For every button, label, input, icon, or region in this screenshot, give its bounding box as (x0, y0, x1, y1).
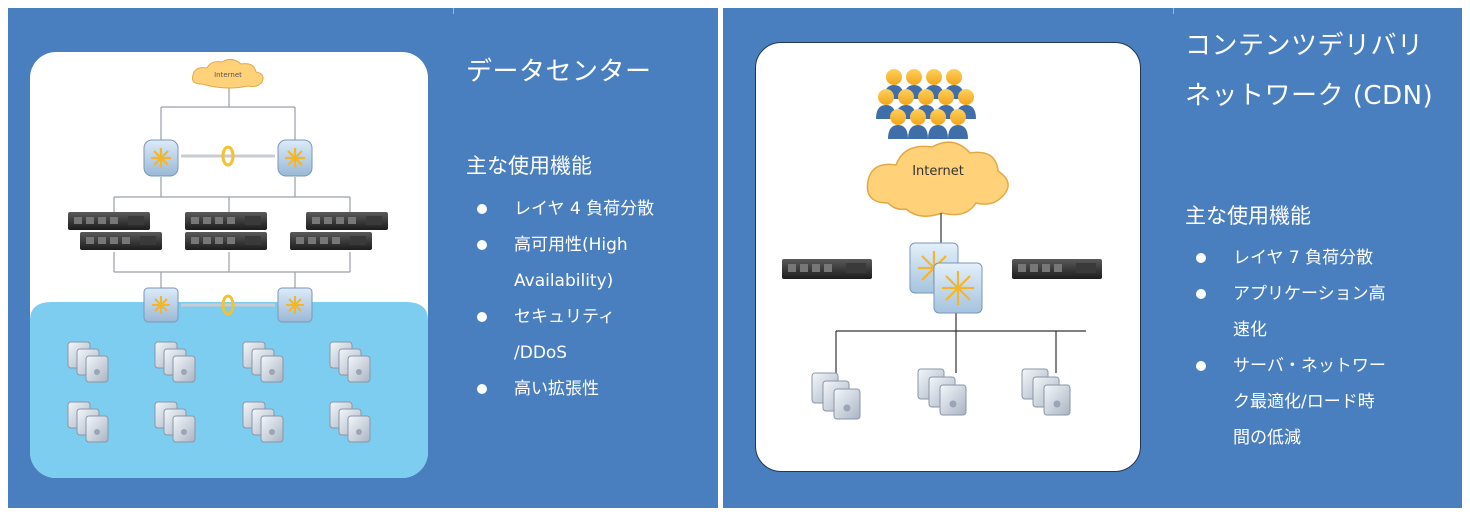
bullet-icon (1196, 361, 1206, 371)
feature-item: レイヤ 7 負荷分散 (1185, 240, 1445, 276)
server-zone (30, 302, 428, 478)
internet-cloud-icon: Internet (191, 58, 264, 89)
feature-item: 高い拡張性 (466, 371, 716, 407)
features-heading: 主な使用機能 (466, 154, 592, 178)
router-icon (277, 139, 313, 177)
features-heading: 主な使用機能 (1185, 204, 1311, 228)
load-balancer-appliance-icon (290, 212, 388, 250)
feature-list: レイヤ 4 負荷分散 高可用性(High Availability) セキュリテ… (466, 191, 716, 407)
feature-item: レイヤ 4 負荷分散 (466, 191, 716, 227)
divider-mark (1173, 8, 1174, 14)
topology-svg: Internet (30, 58, 428, 478)
load-balancer-appliance-icon (185, 212, 267, 250)
bullet-icon (1196, 253, 1206, 263)
cdn-diagram: Internet (755, 42, 1141, 472)
load-balancer-appliance-icon (782, 259, 872, 279)
feature-item: セキュリティ /DDoS (466, 299, 716, 371)
panel-cdn: Internet (723, 8, 1462, 508)
load-balancer-appliance-icon (1012, 259, 1102, 279)
feature-item: 高可用性(High Availability) (466, 227, 716, 299)
router-icon (143, 139, 179, 177)
switch-icon (933, 262, 983, 314)
feature-list: レイヤ 7 負荷分散 アプリケーション高 速化 サーバ・ネットワー ク最適化/ロ… (1185, 240, 1445, 456)
link-ring-icon (221, 294, 235, 316)
switch-icon (143, 287, 179, 323)
panel-title: データセンター (466, 57, 652, 87)
panel-data-center: Internet (8, 8, 718, 508)
bullet-icon (477, 312, 487, 322)
users-icon (876, 69, 976, 139)
switch-icon (277, 287, 313, 323)
feature-item: サーバ・ネットワー ク最適化/ロード時 間の低減 (1185, 348, 1445, 456)
cloud-label: Internet (912, 164, 964, 179)
bullet-icon (477, 204, 487, 214)
bullet-icon (477, 240, 487, 250)
load-balancer-appliance-icon (68, 212, 162, 250)
server-stack-icon (1021, 368, 1071, 416)
server-stack-icon (917, 368, 967, 416)
topology-svg: Internet (782, 69, 1102, 420)
divider-mark (453, 8, 454, 14)
panel-title-line2: ネットワーク (CDN) (1185, 81, 1434, 111)
bullet-icon (477, 384, 487, 394)
data-center-diagram: Internet (30, 52, 428, 478)
bullet-icon (1196, 289, 1206, 299)
cloud-label: Internet (214, 71, 242, 79)
internet-cloud-icon: Internet (866, 141, 1009, 217)
link-ring-icon (221, 145, 235, 167)
feature-item: アプリケーション高 速化 (1185, 276, 1445, 348)
panel-title-line1: コンテンツデリバリ (1185, 31, 1424, 61)
server-stack-icon (811, 372, 861, 420)
